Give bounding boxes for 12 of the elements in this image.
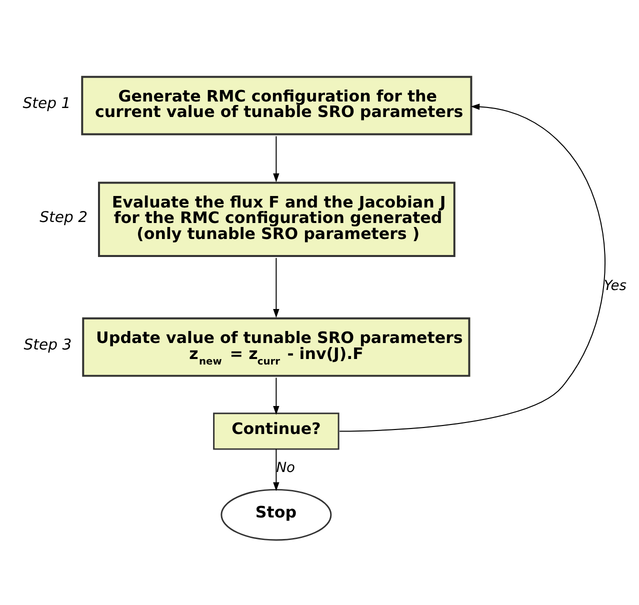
node-ellipse: Stop <box>220 488 332 540</box>
arrow <box>273 376 280 414</box>
node-label: Step 1 <box>22 94 71 112</box>
arrow <box>273 257 280 318</box>
node-label: Step 3 <box>24 336 72 354</box>
arrow <box>273 135 280 182</box>
edge-label: Yes <box>604 277 627 294</box>
node-box: Continue? <box>213 412 340 450</box>
arrow <box>339 103 606 432</box>
node-label: Step 2 <box>40 208 88 226</box>
arrow <box>273 448 280 491</box>
edge-label: No <box>276 460 296 476</box>
